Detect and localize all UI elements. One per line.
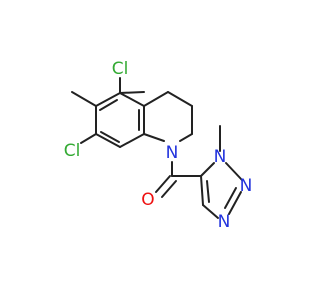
bond-c5-c6 <box>95 92 121 107</box>
triazole-n-low-label: N <box>218 212 231 232</box>
bond-c4-c3 <box>167 91 193 107</box>
molecule-canvas: Cl Cl N O N N N <box>63 59 253 232</box>
bond-c7-c8 <box>95 133 121 148</box>
bond-n1-n2-triazole <box>225 162 243 181</box>
bond-n1-c8a <box>143 133 165 142</box>
bond-c4a-c5-alt <box>119 92 145 107</box>
bond-c7-cl <box>80 133 97 144</box>
bond-c8-c8a <box>119 133 145 148</box>
double-bond-c7-c8 <box>100 131 120 143</box>
bond-c4a-c4 <box>143 91 169 107</box>
bond-c4-c5-double <box>206 180 210 203</box>
double-bond-c5-c6 <box>99 99 118 111</box>
bond-carbonyl-o-b <box>161 180 177 198</box>
bond-c2-n1 <box>179 133 193 142</box>
o-label: O <box>141 190 154 210</box>
bond-c5-n1-triazole <box>200 162 215 177</box>
molecule-structure: Cl Cl N O N N N <box>64 59 253 232</box>
bond-c4-c5-triazole <box>200 175 204 206</box>
cl7-label: Cl <box>64 141 81 161</box>
bond-n3-c4-triazole <box>202 204 219 219</box>
atom-labels: Cl Cl N O N N N <box>64 59 253 232</box>
bond-c4a-c5 <box>119 91 145 94</box>
cl5-label: Cl <box>112 59 129 79</box>
bond-n2-n3-double <box>224 187 237 209</box>
triazole-n-mid-label: N <box>240 176 253 196</box>
triazole-n-methyl-label: N <box>214 147 227 167</box>
bond-n2-n3-triazole <box>228 191 242 215</box>
bond-lines <box>71 77 243 219</box>
bond-carbonyl-o-a <box>155 175 171 193</box>
n1-label: N <box>166 143 179 163</box>
bond-c6-methyl <box>71 91 97 107</box>
